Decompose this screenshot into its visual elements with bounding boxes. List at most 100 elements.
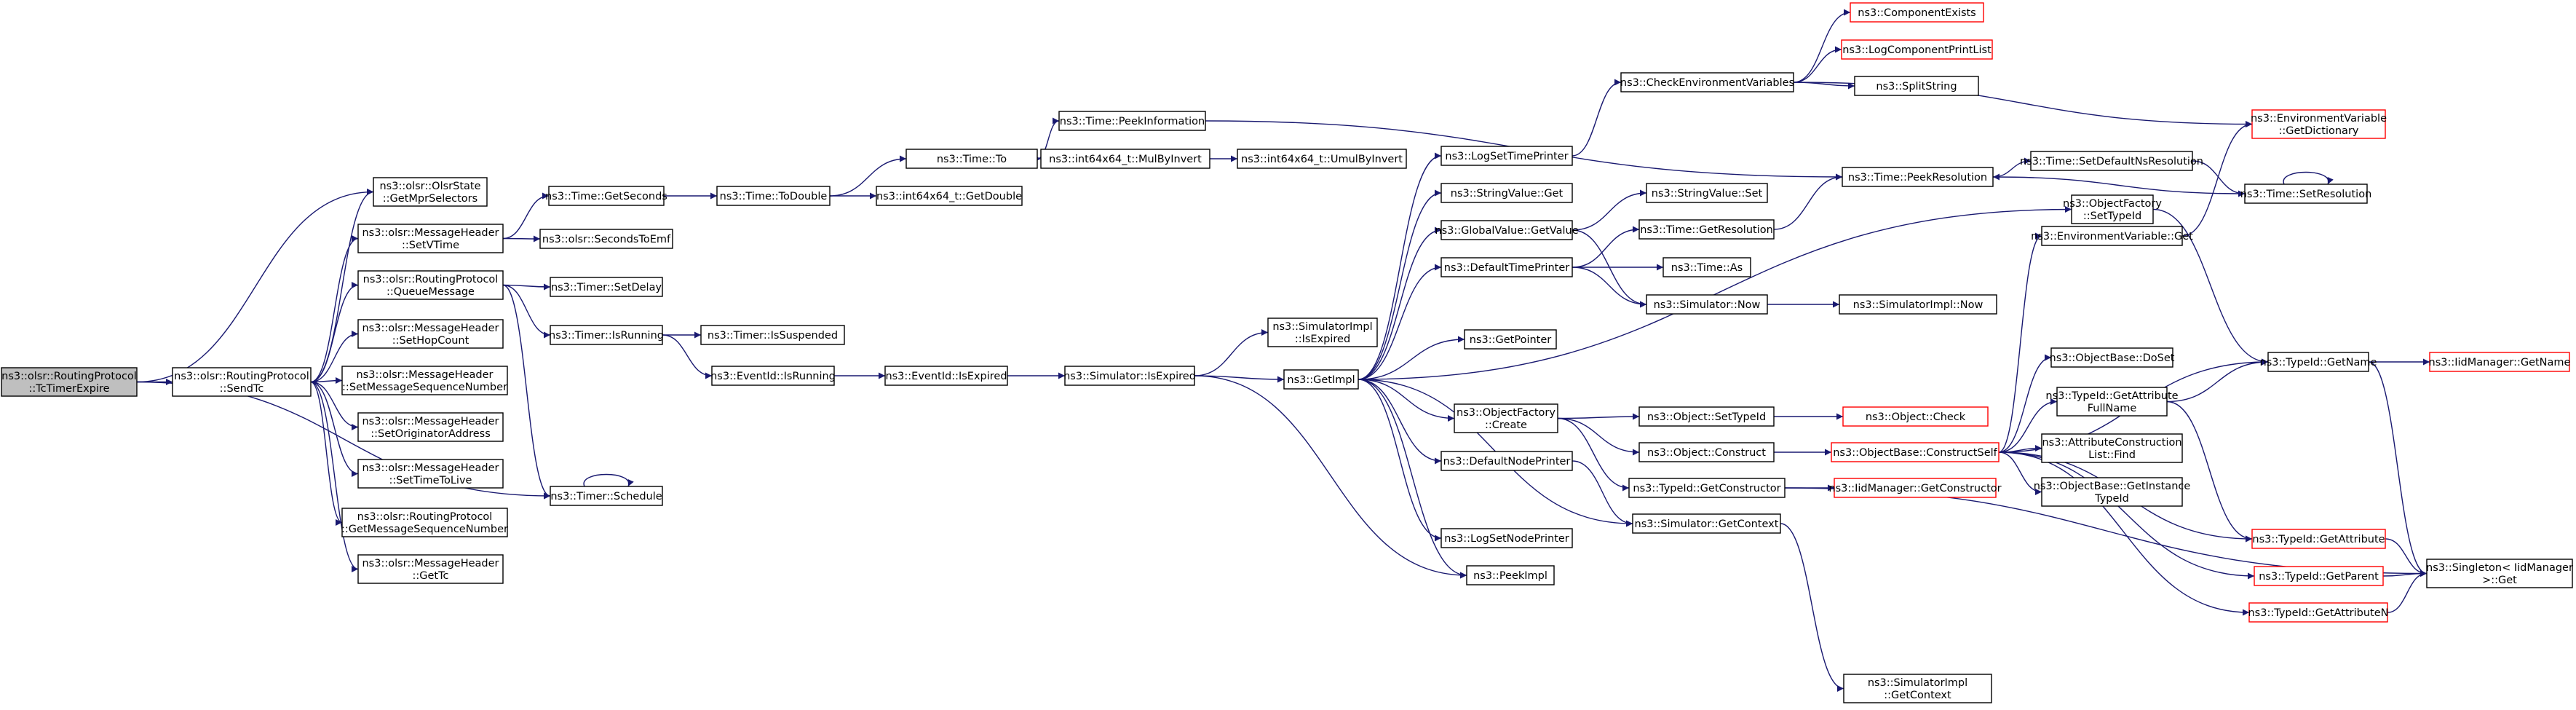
- node-string-value-get[interactable]: ns3::StringValue::Get: [1440, 183, 1573, 203]
- node-get-pointer[interactable]: ns3::GetPointer: [1464, 329, 1557, 350]
- edge-send-tc-to-set-vtime: [310, 235, 359, 383]
- node-get-impl[interactable]: ns3::GetImpl: [1283, 369, 1359, 390]
- node-component-exists[interactable]: ns3::ComponentExists: [1850, 2, 1984, 23]
- node-object-check[interactable]: ns3::Object::Check: [1842, 406, 1989, 427]
- node-sim-impl-now[interactable]: ns3::SimulatorImpl::Now: [1839, 294, 1997, 315]
- node-seconds-to-emf[interactable]: ns3::olsr::SecondsToEmf: [539, 229, 673, 249]
- node-time-get-seconds[interactable]: ns3::Time::GetSeconds: [545, 186, 667, 206]
- node-obj-factory-set-type-id[interactable]: ns3::ObjectFactory::SetTypeId: [2063, 194, 2162, 224]
- node-obj-factory-create[interactable]: ns3::ObjectFactory::Create: [1454, 403, 1558, 433]
- node-timer-is-suspended[interactable]: ns3::Timer::IsSuspended: [700, 325, 845, 345]
- node-time-as[interactable]: ns3::Time::As: [1662, 257, 1751, 277]
- node-set-orig-addr[interactable]: ns3::olsr::MessageHeader::SetOriginatorA…: [357, 412, 504, 442]
- node-box: [548, 186, 665, 206]
- node-label: ns3::Timer::Schedule: [550, 491, 662, 502]
- node-get-msg-seq-num[interactable]: ns3::olsr::RoutingProtocol::GetMessageSe…: [341, 508, 508, 537]
- node-global-value-get-value[interactable]: ns3::GlobalValue::GetValue: [1435, 220, 1579, 240]
- node-obj-set-type-id[interactable]: ns3::Object::SetTypeId: [1638, 406, 1775, 427]
- node-get-tc[interactable]: ns3::olsr::MessageHeader::GetTc: [357, 554, 504, 584]
- node-timer-set-delay[interactable]: ns3::Timer::SetDelay: [550, 277, 663, 297]
- node-sim-impl-is-expired[interactable]: ns3::SimulatorImpl::IsExpired: [1267, 317, 1378, 347]
- node-split-string[interactable]: ns3::SplitString: [1854, 76, 1979, 96]
- node-time-peek-resolution[interactable]: ns3::Time::PeekResolution: [1842, 167, 1994, 187]
- edge-line: [502, 284, 551, 500]
- node-time-get-resolution[interactable]: ns3::Time::GetResolution: [1638, 219, 1775, 240]
- node-label: ns3::Object::Construct: [1647, 447, 1766, 459]
- node-type-id-get-name[interactable]: ns3::TypeId::GetName: [2260, 352, 2377, 372]
- node-iid-mgr-get-constructor[interactable]: ns3::IidManager::GetConstructor: [1828, 478, 2002, 498]
- node-label: ns3::EnvironmentVariable::Get: [2031, 231, 2193, 242]
- node-queue-message[interactable]: ns3::olsr::RoutingProtocol::QueueMessage: [357, 270, 504, 300]
- node-time-set-resolution[interactable]: ns3::Time::SetResolution: [2240, 184, 2372, 204]
- node-event-id-is-running[interactable]: ns3::EventId::IsRunning: [710, 366, 836, 386]
- node-int64-get-double[interactable]: ns3::int64x64_t::GetDouble: [876, 186, 1023, 206]
- node-box: [1843, 674, 1992, 703]
- node-box: [1440, 451, 1573, 471]
- node-label: ::GetTc: [413, 570, 449, 582]
- node-int64-umul-by-invert[interactable]: ns3::int64x64_t::UmulByInvert: [1237, 149, 1407, 169]
- node-sim-is-expired[interactable]: ns3::Simulator::IsExpired: [1063, 366, 1196, 386]
- node-singleton-get[interactable]: ns3::Singleton< IidManager >::Get: [2426, 559, 2573, 588]
- node-get-mpr-selectors[interactable]: ns3::olsr::OlsrState::GetMprSelectors: [373, 177, 488, 207]
- node-sim-impl-get-context[interactable]: ns3::SimulatorImpl::GetContext: [1843, 674, 1992, 703]
- node-label: ns3::Time::PeekInformation: [1060, 116, 1205, 127]
- node-label: ns3::olsr::RoutingProtocol: [363, 274, 499, 285]
- node-time-set-default-ns-res[interactable]: ns3::Time::SetDefaultNsResolution: [2020, 151, 2203, 171]
- node-type-id-get-parent[interactable]: ns3::TypeId::GetParent: [2254, 566, 2384, 586]
- node-box: [1440, 146, 1573, 166]
- node-label: ns3::Time::As: [1671, 262, 1743, 274]
- node-string-value-set[interactable]: ns3::StringValue::Set: [1646, 183, 1768, 203]
- node-log-set-time-printer[interactable]: ns3::LogSetTimePrinter: [1440, 146, 1573, 166]
- node-log-set-node-printer[interactable]: ns3::LogSetNodePrinter: [1440, 528, 1573, 548]
- node-time-to[interactable]: ns3::Time::To: [905, 149, 1038, 169]
- node-label: ns3::IidManager::GetName: [2429, 357, 2571, 368]
- edge-line: [310, 331, 359, 383]
- node-time-to-double[interactable]: ns3::Time::ToDouble: [716, 186, 831, 206]
- node-box: [2071, 194, 2154, 224]
- node-sim-get-context[interactable]: ns3::Simulator::GetContext: [1632, 513, 1781, 534]
- node-time-peek-information[interactable]: ns3::Time::PeekInformation: [1058, 111, 1206, 131]
- node-set-time-to-live[interactable]: ns3::olsr::MessageHeader::SetTimeToLive: [357, 459, 504, 489]
- node-obj-construct[interactable]: ns3::Object::Construct: [1638, 442, 1775, 462]
- node-obj-base-construct-self[interactable]: ns3::ObjectBase::ConstructSelf: [1831, 442, 2000, 462]
- edge-obj-base-construct-self-to-env-var-get: [1998, 232, 2042, 453]
- node-default-time-printer[interactable]: ns3::DefaultTimePrinter: [1440, 257, 1573, 277]
- node-set-msg-seq-num[interactable]: ns3::olsr::MessageHeader::SetMessageSequ…: [341, 366, 508, 395]
- node-timer-is-running[interactable]: ns3::Timer::IsRunning: [549, 325, 664, 345]
- edge-line: [1358, 206, 2072, 380]
- node-obj-base-do-set[interactable]: ns3::ObjectBase::DoSet: [2050, 347, 2175, 368]
- node-type-id-get-constructor[interactable]: ns3::TypeId::GetConstructor: [1628, 478, 1786, 498]
- node-iid-mgr-get-name[interactable]: ns3::IidManager::GetName: [2429, 352, 2571, 372]
- node-sim-now[interactable]: ns3::Simulator::Now: [1646, 294, 1768, 315]
- node-label: ns3::Time::PeekResolution: [1848, 172, 1987, 184]
- node-check-env-vars[interactable]: ns3::CheckEnvironmentVariables: [1620, 72, 1794, 92]
- node-peek-impl[interactable]: ns3::PeekImpl: [1466, 565, 1555, 585]
- node-timer-schedule[interactable]: ns3::Timer::Schedule: [550, 486, 663, 506]
- edge-line: [1194, 375, 1285, 383]
- node-label: ns3::LogSetNodePrinter: [1444, 533, 1569, 545]
- node-env-var-get-dict[interactable]: ns3::EnvironmentVariable::GetDictionary: [2251, 109, 2387, 139]
- edge-line: [829, 155, 907, 197]
- edge-time-to-double-to-time-to: [829, 155, 907, 197]
- node-tc-timer-expire[interactable]: ns3::olsr::RoutingProtocol::TcTimerExpir…: [1, 367, 138, 397]
- node-event-id-is-expired[interactable]: ns3::EventId::IsExpired: [884, 366, 1008, 386]
- node-log-component-print-list[interactable]: ns3::LogComponentPrintList: [1841, 39, 1993, 60]
- node-set-vtime[interactable]: ns3::olsr::MessageHeader::SetVTime: [357, 224, 504, 253]
- node-type-id-get-attribute[interactable]: ns3::TypeId::GetAttribute: [2251, 529, 2386, 549]
- node-label: ns3::EventId::IsRunning: [710, 371, 836, 382]
- node-int64-mul-by-invert[interactable]: ns3::int64x64_t::MulByInvert: [1040, 149, 1210, 169]
- node-label: ns3::EnvironmentVariable: [2251, 113, 2387, 125]
- node-box: [1064, 366, 1195, 386]
- node-box: [1638, 442, 1775, 462]
- node-type-id-get-attribute-n[interactable]: ns3::TypeId::GetAttributeN: [2248, 602, 2389, 623]
- node-set-hop-count[interactable]: ns3::olsr::MessageHeader::SetHopCount: [357, 319, 504, 349]
- node-box: [2041, 477, 2183, 507]
- node-default-node-printer[interactable]: ns3::DefaultNodePrinter: [1440, 451, 1573, 471]
- node-box: [876, 186, 1023, 206]
- node-send-tc[interactable]: ns3::olsr::RoutingProtocol::SendTc: [172, 367, 312, 397]
- node-env-var-get[interactable]: ns3::EnvironmentVariable::Get: [2031, 226, 2193, 246]
- edge-line: [1358, 379, 1442, 542]
